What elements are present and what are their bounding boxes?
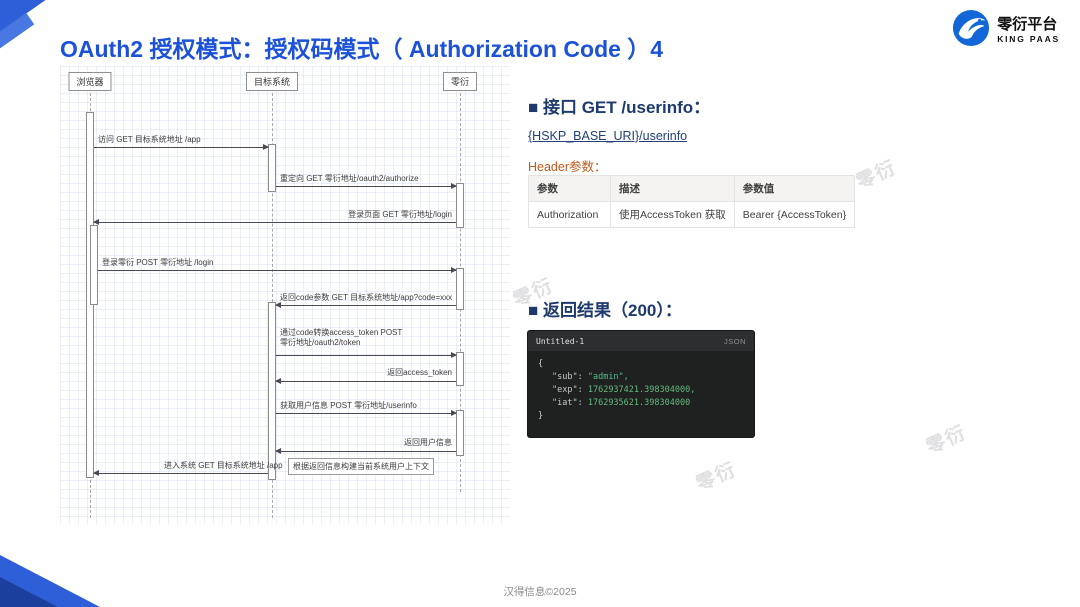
message-label: 返回access_token <box>387 368 452 377</box>
table-row: Authorization 使用AccessToken 获取 Bearer {A… <box>528 201 856 228</box>
activation-bar <box>268 144 276 192</box>
activation-bar <box>456 183 464 228</box>
activation-bar <box>456 410 464 456</box>
watermark: 零衍 <box>853 157 901 194</box>
self-note: 根据返回信息构建当前系统用户上下文 <box>288 458 434 475</box>
message-arrow <box>275 302 456 308</box>
table-header-param: 参数 <box>528 175 611 202</box>
table-header-value: 参数值 <box>733 175 856 202</box>
json-code-line: } <box>538 411 544 421</box>
editor-tab-bar: Untitled-1 JSON <box>528 331 754 351</box>
message-arrow <box>275 448 456 454</box>
message-label: 通过code转换access_token POST 零衍地址/oauth2/to… <box>280 328 403 348</box>
header-params-label: Header参数： <box>528 160 607 174</box>
message-arrow <box>276 183 457 189</box>
code-editor: Untitled-1 JSON { "sub": "admin", "exp":… <box>528 331 754 437</box>
json-code-line: { <box>538 359 544 369</box>
table-header-desc: 描述 <box>610 175 735 202</box>
footer-text: 汉得信息©2025 <box>503 586 577 598</box>
editor-language-badge: JSON <box>723 336 746 346</box>
table-cell-value: Bearer {AccessToken} <box>733 201 856 228</box>
message-arrow <box>93 470 268 476</box>
watermark: 零衍 <box>693 459 741 496</box>
page-title: OAuth2 授权模式：授权码模式（ Authorization Code ）4 <box>60 36 664 62</box>
message-label: 获取用户信息 POST 零衍地址/userinfo <box>280 401 417 410</box>
logo-name: 零衍平台 <box>997 16 1058 34</box>
message-arrow <box>94 144 269 150</box>
activation-bar <box>268 302 276 480</box>
sequence-diagram: 浏览器 目标系统 零衍 访问 GET 目标系统地址 /app 重定向 GET 零… <box>60 66 510 524</box>
editor-tab: Untitled-1 <box>536 336 585 346</box>
message-label: 返回用户信息 <box>404 438 452 447</box>
userinfo-url-link[interactable]: {HSKP_BASE_URI}/userinfo <box>528 129 688 143</box>
table-cell-desc: 使用AccessToken 获取 <box>610 201 735 228</box>
message-arrow <box>275 378 456 384</box>
corner-decoration-bottom-left-2 <box>0 577 58 607</box>
activation-bar <box>90 225 98 305</box>
logo-icon <box>952 9 990 52</box>
logo: 零衍平台 KING PAAS <box>952 9 1060 52</box>
message-label: 登录页面 GET 零衍地址/login <box>348 210 452 219</box>
message-arrow <box>276 352 457 358</box>
message-label: 进入系统 GET 目标系统地址 /app <box>164 461 283 470</box>
message-label: 返回code参数 GET 目标系统地址/app?code=xxx <box>280 293 453 302</box>
json-code-line: "sub": "admin", <box>552 372 629 382</box>
actor-target-system: 目标系统 <box>245 72 299 91</box>
result-heading: ■ 返回结果（200）： <box>528 301 682 320</box>
logo-subtitle: KING PAAS <box>997 34 1060 45</box>
json-code-line: "iat": 1762935621.398304000 <box>552 398 691 408</box>
actor-lingyan: 零衍 <box>442 72 478 91</box>
message-arrow <box>276 410 457 416</box>
json-code-line: "exp": 1762937421.398304000, <box>552 385 696 395</box>
message-label: 登录零衍 POST 零衍地址 /login <box>102 258 214 267</box>
message-arrow <box>93 219 456 225</box>
table-cell-param: Authorization <box>528 201 611 228</box>
message-label: 访问 GET 目标系统地址 /app <box>98 135 201 144</box>
actor-browser: 浏览器 <box>68 72 112 91</box>
json-code: { "sub": "admin", "exp": 1762937421.3983… <box>528 351 754 430</box>
watermark: 零衍 <box>923 422 971 459</box>
header-params-table: 参数 描述 参数值 Authorization 使用AccessToken 获取… <box>528 175 856 228</box>
activation-bar <box>456 352 464 386</box>
activation-bar <box>456 268 464 310</box>
message-arrow <box>98 267 457 273</box>
message-label: 重定向 GET 零衍地址/oauth2/authorize <box>280 174 419 183</box>
api-heading: ■ 接口 GET /userinfo： <box>528 98 711 117</box>
